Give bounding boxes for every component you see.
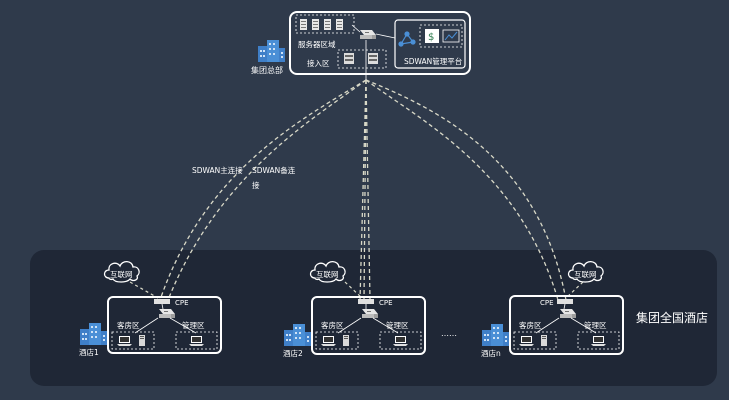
primary-link-hotel2 <box>359 79 367 301</box>
hotel-n-guest-zone-label: 客房区 <box>519 320 542 330</box>
headquarters-label: 集团总部 <box>251 65 283 75</box>
hotel2-guest-zone-box <box>315 331 359 350</box>
laptop-icon <box>393 336 408 346</box>
hotel-2: 互联网 CPE 客房区 管理区 酒店2 <box>283 260 426 358</box>
hotel2-mgmt-zone-box <box>379 331 422 350</box>
laptop-icon <box>519 336 534 346</box>
hotel1-mgmt-zone-box <box>175 331 218 350</box>
hotel1-guest-zone-box <box>111 331 155 350</box>
server-icon <box>336 19 343 30</box>
server-icon <box>324 19 331 30</box>
server-icon <box>312 19 319 30</box>
hotel-n-cpe-device <box>557 299 573 304</box>
hotel-n-internet-label: 互联网 <box>574 270 597 279</box>
primary-link-label: SDWAN主连接 <box>192 165 243 175</box>
access-device-icon <box>344 53 354 64</box>
backup-link-label-line2: 接 <box>252 180 260 190</box>
hotel1-guest-zone-label: 客房区 <box>117 320 140 330</box>
backup-link-hotel-n <box>365 79 567 301</box>
primary-link-hotel2b <box>363 79 367 301</box>
hotel2-guest-zone-label: 客房区 <box>321 320 344 330</box>
dashboard-icon: $ <box>425 29 460 43</box>
laptop-icon <box>117 336 132 346</box>
hotel1-name: 酒店1 <box>79 347 99 357</box>
hotel1-internet-link <box>129 281 159 299</box>
hotel2-cpe-device <box>358 299 374 304</box>
access-zone-box <box>337 49 387 69</box>
hotel2-mgmt-zone-label: 管理区 <box>386 320 409 330</box>
access-device-icon <box>368 53 378 64</box>
svg-text:$: $ <box>428 32 434 43</box>
desktop-tower-icon <box>343 335 349 346</box>
primary-link-hotel1 <box>159 79 367 301</box>
hotel1-mgmt-zone-label: 管理区 <box>182 320 205 330</box>
hotel-n-name: 酒店n <box>481 348 501 358</box>
hotel2-internet-label: 互联网 <box>316 270 339 279</box>
access-zone-label: 接入区 <box>307 58 330 68</box>
platform-zone-box <box>394 19 466 69</box>
sdwan-links <box>159 79 567 301</box>
hotel2-internet-link <box>344 281 363 299</box>
server-zone-box <box>295 14 355 34</box>
more-hotels-ellipsis: …… <box>441 329 457 338</box>
primary-link-hotel-n <box>365 79 559 301</box>
hotel-n-mgmt-zone-box <box>577 331 620 350</box>
service-zone-label: 服务器区域 <box>298 39 336 49</box>
backup-link-label-line1: SDWAN备连 <box>252 165 296 175</box>
region-label: 集团全国酒店 <box>636 310 708 325</box>
platform-label: SDWAN管理平台 <box>404 56 462 66</box>
hotel2-box <box>311 296 426 355</box>
server-icon <box>300 19 307 30</box>
hotel2-name: 酒店2 <box>283 348 303 358</box>
hotel1-cpe-label: CPE <box>175 299 189 307</box>
backup-link-hotel1 <box>167 79 367 301</box>
hotel-1: 互联网 CPE 客房区 管理区 酒店1 <box>79 260 222 357</box>
laptop-icon <box>189 336 204 346</box>
headquarters: 集团总部 服务器区域 接入区 $ <box>251 11 471 80</box>
desktop-tower-icon <box>139 335 145 346</box>
hotel-n-guest-zone-box <box>513 331 557 350</box>
building-icon <box>258 40 285 62</box>
hotel1-box <box>107 296 222 354</box>
backup-link-hotel2 <box>365 79 371 301</box>
core-switch-icon <box>359 29 377 40</box>
hotel-n-box <box>509 295 624 355</box>
hotel2-cpe-label: CPE <box>379 299 393 307</box>
hotel1-internet-label: 互联网 <box>110 270 133 279</box>
headquarters-box <box>289 11 471 75</box>
laptop-icon <box>321 336 336 346</box>
hotel-n: 互联网 CPE 客房区 管理区 酒店n <box>481 260 624 358</box>
hotel1-cpe-device <box>154 299 170 304</box>
network-graph-icon <box>398 31 416 47</box>
desktop-tower-icon <box>541 335 547 346</box>
laptop-icon <box>591 336 606 346</box>
hotel-n-mgmt-zone-label: 管理区 <box>584 320 607 330</box>
hotel-n-cpe-label: CPE <box>540 299 554 307</box>
